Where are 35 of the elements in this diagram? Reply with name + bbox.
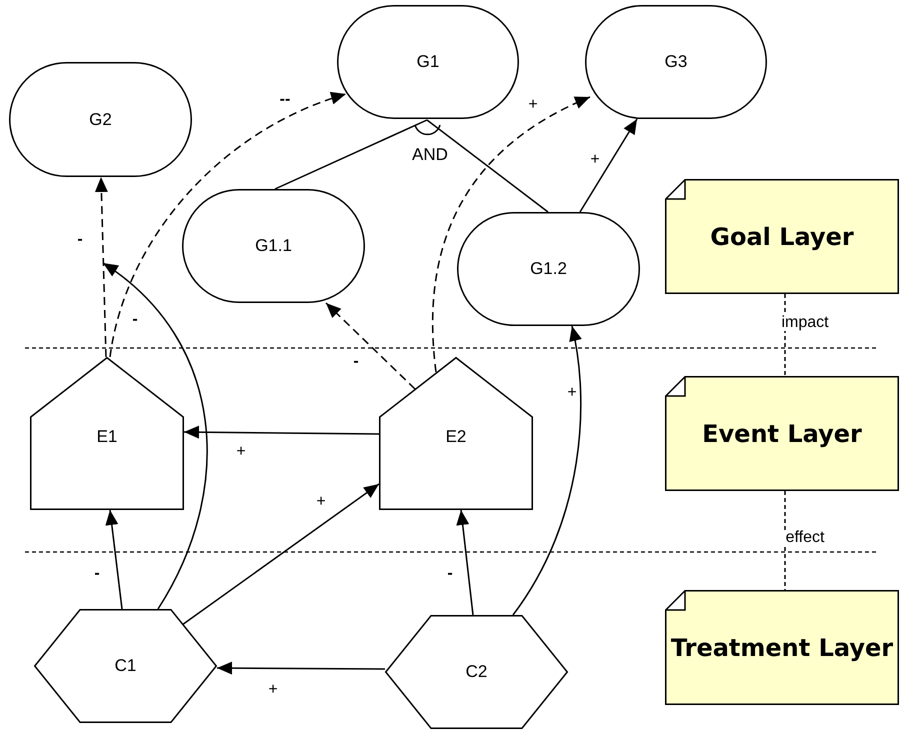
arrow <box>217 662 385 675</box>
node-label: G2 <box>89 110 112 130</box>
edge-label: effect <box>784 530 826 546</box>
arrow <box>512 326 582 616</box>
node-label: C2 <box>466 662 488 682</box>
layer-note <box>665 179 899 294</box>
event-node <box>30 357 184 510</box>
layer-title: Event Layer <box>702 418 862 450</box>
arrow <box>184 426 379 439</box>
event-node <box>379 357 533 510</box>
arrow <box>105 510 123 610</box>
arrow <box>94 176 108 358</box>
node-label: C1 <box>114 656 136 676</box>
treatment-node <box>34 609 217 723</box>
node-label: G1.2 <box>530 259 567 279</box>
node-label: E2 <box>446 427 466 447</box>
connector-line <box>426 119 548 213</box>
node-label: E1 <box>96 427 118 447</box>
arrow <box>325 302 416 390</box>
arrow <box>109 92 346 358</box>
treatment-node <box>385 615 568 729</box>
node-label: G3 <box>664 52 688 72</box>
layer-title: Treatment Layer <box>670 632 894 664</box>
connector-line <box>274 119 428 190</box>
arrow <box>579 118 638 212</box>
node-label: G1.1 <box>255 236 292 256</box>
connector-line <box>784 491 786 590</box>
arrow <box>432 96 590 372</box>
layer-note <box>665 376 899 491</box>
arrow <box>456 510 474 616</box>
node-label: G1 <box>416 52 440 72</box>
arrow <box>102 262 208 610</box>
arrow <box>182 483 380 626</box>
layer-note <box>665 590 899 705</box>
layer-title: Goal Layer <box>710 222 854 252</box>
